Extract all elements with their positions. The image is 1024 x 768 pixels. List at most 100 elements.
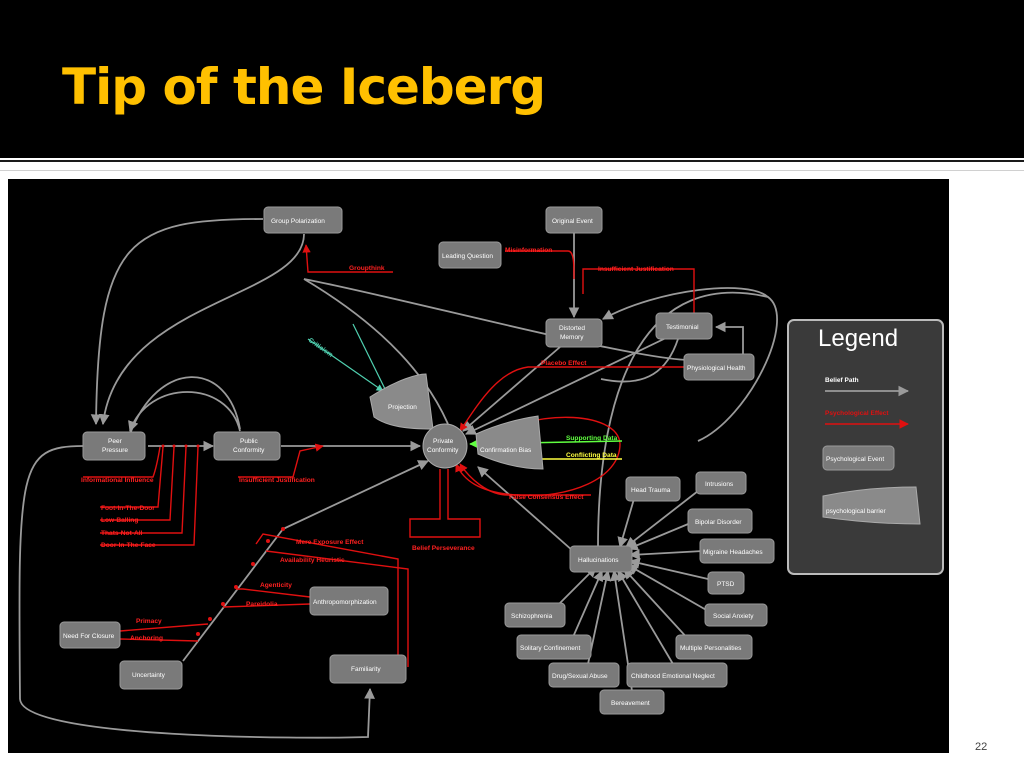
svg-text:Original Event: Original Event: [552, 218, 593, 225]
svg-text:Schizophrenia: Schizophrenia: [511, 613, 553, 620]
path-halluc-to-private: [477, 466, 574, 552]
path-loop-to-testimonial: [602, 287, 769, 320]
diagram-canvas: Projection Confirmation Bias Group Polar…: [18, 206, 944, 739]
svg-text:Intrusions: Intrusions: [705, 481, 734, 488]
label-foot-in-the-door: Foot-In-The-Door: [101, 505, 155, 512]
node-schizophrenia: Schizophrenia: [504, 602, 566, 628]
label-criticism: Criticism: [307, 337, 334, 359]
node-anthropomorphization: Anthropomorphization: [309, 586, 389, 616]
node-multiple-personalities: Multiple Personalities: [675, 634, 753, 660]
title-divider: [0, 160, 1024, 162]
path-peer-to-familiarity: [18, 445, 375, 739]
svg-text:Familiarity: Familiarity: [351, 666, 381, 673]
confirmation-bias-barrier: [475, 415, 544, 470]
path-criticism-2: [352, 323, 387, 392]
node-social-anxiety: Social Anxiety: [704, 603, 768, 627]
svg-text:Private: Private: [433, 438, 454, 445]
path-pareidolia: [222, 603, 311, 608]
node-need-for-closure: Need For Closure: [59, 621, 121, 649]
svg-text:Need For Closure: Need For Closure: [63, 633, 115, 640]
svg-text:Migraine Headaches: Migraine Headaches: [703, 549, 763, 556]
node-drug-sexual-abuse: Drug/Sexual Abuse: [548, 662, 620, 688]
label-groupthink: Groupthink: [349, 265, 385, 272]
legend-psych-effect-label: Psychological Effect: [825, 410, 889, 417]
svg-text:Bereavement: Bereavement: [611, 700, 650, 707]
projection-barrier: [369, 373, 434, 430]
node-physiological-health: Physiological Health: [683, 353, 755, 381]
node-peer-pressure: Peer Pressure: [82, 431, 146, 461]
svg-text:Pressure: Pressure: [102, 447, 128, 454]
path-criticism: [307, 338, 384, 392]
path-group-to-physio: [303, 278, 699, 361]
path-childhood-to-halluc: [617, 570, 674, 665]
label-insufficient-mid: Insufficient Justification: [239, 477, 315, 484]
path-group-to-private: [303, 278, 449, 425]
node-ptsd: PTSD: [707, 571, 745, 595]
path-social-to-halluc: [627, 564, 709, 612]
svg-text:Group Polarization: Group Polarization: [271, 218, 325, 225]
path-insufficient-top: [582, 268, 695, 319]
path-informational: [83, 446, 161, 478]
svg-text:Social Anxiety: Social Anxiety: [713, 613, 754, 620]
label-false-consensus: False Consensus Effect: [509, 494, 584, 501]
path-halluc-to-testimonial-loop: [597, 291, 778, 548]
svg-text:Solitary Confinement: Solitary Confinement: [520, 645, 581, 652]
svg-text:PTSD: PTSD: [717, 581, 735, 588]
label-agenticity: Agenticity: [260, 582, 292, 589]
path-intrusions-to-halluc: [625, 490, 699, 548]
label-pareidolia: Pareidolia: [246, 601, 278, 608]
path-group-to-peer-2: [98, 233, 305, 426]
path-availability: [265, 550, 409, 667]
path-belief-perseverance: [409, 469, 481, 538]
legend-event-swatch: [822, 445, 895, 471]
label-informational-influence: Informational Influence: [81, 477, 154, 484]
path-thats-not-all: [100, 446, 187, 534]
label-primacy: Primacy: [136, 618, 162, 625]
belief-paths: [18, 218, 778, 739]
legend-belief-path-label: Belief Path: [825, 377, 859, 384]
svg-text:Testimonial: Testimonial: [666, 324, 699, 331]
title-bar: Tip of the Iceberg: [0, 0, 1024, 158]
label-door-in-the-face: Door-In-The-Face: [101, 542, 156, 549]
legend-event-label: Psychological Event: [826, 456, 884, 463]
svg-text:Memory: Memory: [560, 334, 584, 341]
path-insufficient-mid: [238, 443, 324, 478]
path-low-ball: [100, 446, 175, 521]
path-foot-door: [100, 446, 164, 508]
node-childhood-emotional-neglect: Childhood Emotional Neglect: [626, 662, 728, 688]
path-public-to-peer: [128, 391, 241, 433]
label-thats-not-all: Thats-Not-All: [101, 530, 143, 537]
title-divider-light: [0, 165, 1024, 171]
node-intrusions: Intrusions: [695, 471, 747, 495]
svg-text:Bipolar Disorder: Bipolar Disorder: [695, 519, 742, 526]
svg-text:Conformity: Conformity: [427, 447, 459, 454]
path-misinformation: [505, 250, 575, 280]
path-testimonial-to-private: [465, 336, 669, 435]
node-hallucinations: Hallucinations: [569, 545, 633, 573]
path-agenticity: [236, 588, 311, 598]
svg-text:Multiple Personalities: Multiple Personalities: [680, 645, 742, 652]
path-confirmation-loop: [455, 416, 621, 497]
label-anchoring: Anchoring: [130, 635, 163, 642]
path-physio-to-testimonial: [714, 321, 744, 354]
path-solitary-to-halluc: [572, 570, 604, 638]
legend-barrier-label: psychological barrier: [826, 508, 886, 515]
svg-text:Drug/Sexual Abuse: Drug/Sexual Abuse: [552, 673, 608, 680]
path-false-consensus: [459, 463, 591, 496]
page-number: 22: [975, 741, 988, 753]
path-bipolar-to-halluc: [627, 521, 694, 551]
legend-title: Legend: [818, 325, 898, 352]
path-memory-to-private: [462, 346, 561, 432]
svg-text:Conformity: Conformity: [233, 447, 265, 454]
node-distorted-memory: Distorted Memory: [545, 318, 603, 348]
node-familiarity: Familiarity: [329, 654, 407, 684]
label-conflicting-data: Conflicting Data: [566, 452, 617, 459]
label-supporting-data: Supporting Data: [566, 435, 618, 442]
label-placebo-effect: Placebo Effect: [541, 360, 587, 367]
label-misinformation: Misinformation: [505, 247, 552, 254]
path-mere-exposure: [255, 533, 399, 667]
label-availability-heuristic: Availability Heuristic: [280, 557, 345, 564]
svg-text:Leading Question: Leading Question: [442, 253, 493, 260]
path-multiple-to-halluc: [623, 568, 691, 642]
path-anchoring: [119, 638, 199, 642]
